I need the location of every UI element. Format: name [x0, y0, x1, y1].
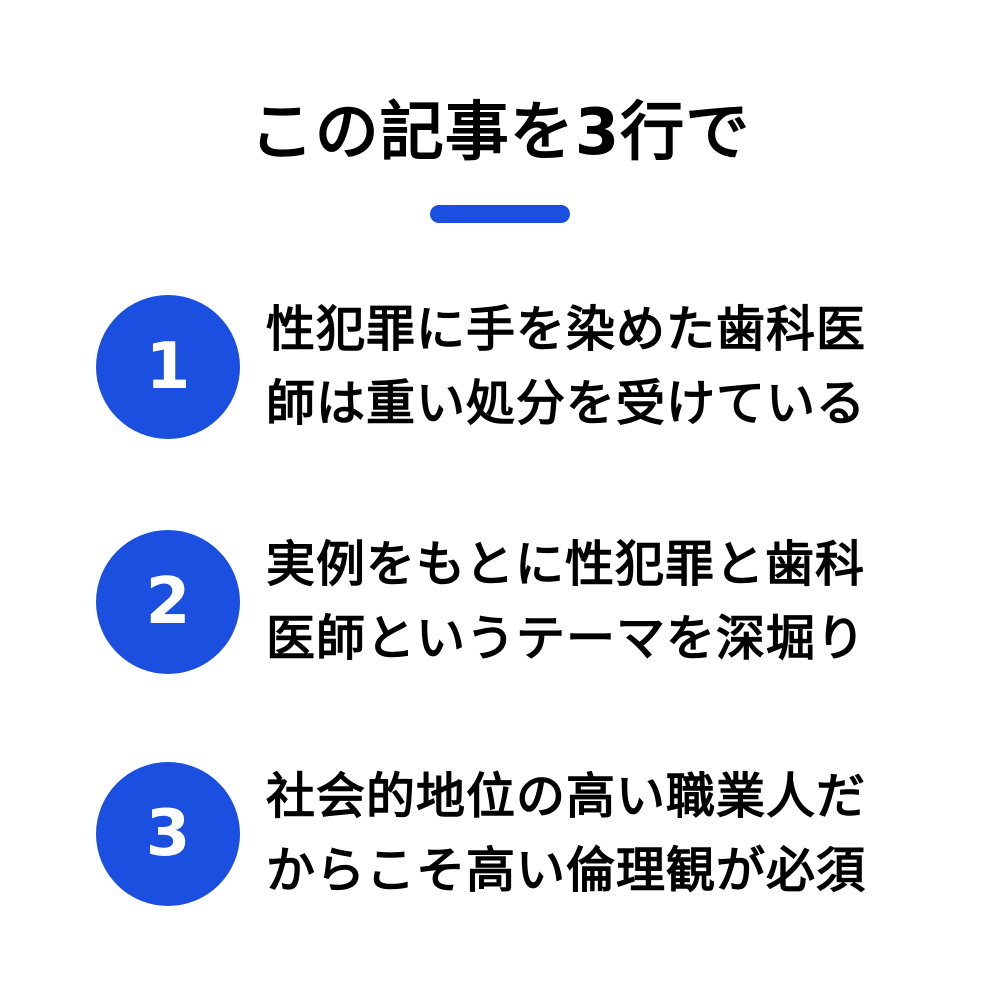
number-badge-2: 2 [96, 530, 240, 674]
summary-text-2-line-1: 実例をもとに性犯罪と歯科 [266, 536, 866, 593]
number-badge-3: 3 [96, 762, 240, 906]
title-underline [430, 205, 570, 223]
summary-text-2: 実例をもとに性犯罪と歯科 医師というテーマを深堀り [266, 528, 916, 676]
summary-text-3-line-2: からこそ高い倫理観が必須 [266, 842, 867, 899]
summary-text-1: 性犯罪に手を染めた歯科医 師は重い処分を受けている [266, 293, 916, 441]
summary-text-2-line-2: 医師というテーマを深堀り [266, 610, 867, 667]
summary-text-1-line-1: 性犯罪に手を染めた歯科医 [266, 301, 867, 358]
number-badge-1: 1 [96, 295, 240, 439]
summary-item-3: 3 社会的地位の高い職業人だ からこそ高い倫理観が必須 [96, 760, 916, 910]
summary-text-3: 社会的地位の高い職業人だ からこそ高い倫理観が必須 [266, 760, 916, 908]
summary-item-1: 1 性犯罪に手を染めた歯科医 師は重い処分を受けている [96, 293, 916, 443]
summary-text-3-line-1: 社会的地位の高い職業人だ [266, 768, 867, 825]
page-title: この記事を3行で [249, 96, 751, 170]
summary-item-2: 2 実例をもとに性犯罪と歯科 医師というテーマを深堀り [96, 528, 916, 678]
summary-text-1-line-2: 師は重い処分を受けている [266, 375, 867, 432]
